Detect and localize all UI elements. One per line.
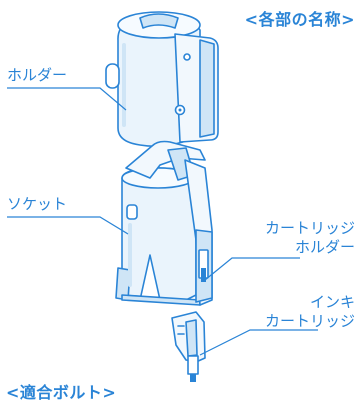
label-cartridge-holder: カートリッジ ホルダー <box>265 219 355 257</box>
section-title-compatible-bolts: <適合ボルト> <box>6 383 117 402</box>
label-ink-cartridge: インキ カートリッジ <box>265 293 355 331</box>
ink-cartridge-illustration <box>171 311 206 382</box>
label-cartridge-holder-line2: ホルダー <box>294 238 355 256</box>
socket-illustration <box>115 140 213 306</box>
label-ink-cartridge-line2: カートリッジ <box>264 312 355 330</box>
section-title-part-names: <各部の名称> <box>244 10 355 29</box>
socket-leader-line <box>7 216 129 235</box>
label-cartridge-holder-line1: カートリッジ <box>264 219 355 237</box>
holder-leader-line <box>7 87 127 111</box>
holder-illustration <box>105 11 219 148</box>
label-socket: ソケット <box>7 195 68 213</box>
ink-cartridge-leader-line <box>199 329 318 356</box>
label-ink-cartridge-line1: インキ <box>309 293 355 311</box>
cartridge-holder-leader-line <box>204 257 300 281</box>
label-holder: ホルダー <box>7 66 68 84</box>
